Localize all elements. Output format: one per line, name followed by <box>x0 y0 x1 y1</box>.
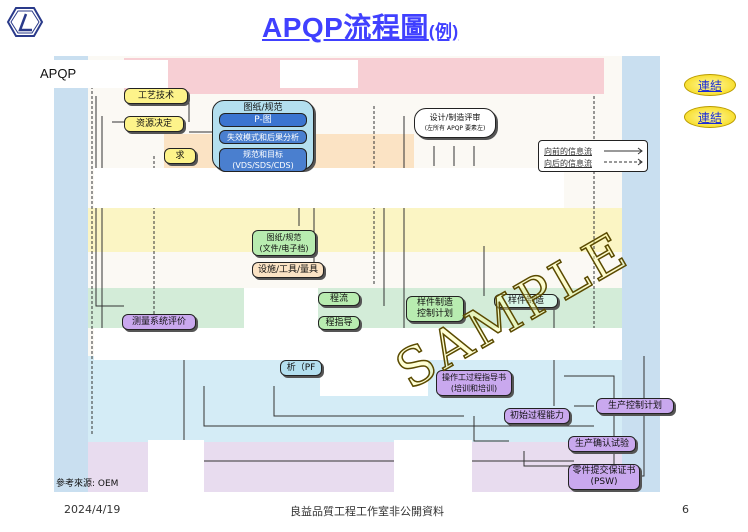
legend-box <box>538 140 648 172</box>
process-tech-label: 工艺技术 <box>137 90 174 101</box>
production-control-box: 生产控制计划 <box>596 398 674 414</box>
process-guide-label: 程指导 <box>325 317 353 328</box>
initial-capability-label: 初始过程能力 <box>509 410 564 421</box>
link-button-1[interactable]: 連結 <box>684 74 736 96</box>
footer-center-text: 良益品質工程工作室非公開資料 <box>290 505 444 518</box>
process-flow-label: 程流 <box>329 293 348 304</box>
design-review-box: 设计/制造评审 (左所有 APQP 要素左) <box>414 108 496 138</box>
requirements-label: 求 <box>175 150 185 161</box>
drawings-spec2-label: 图纸/规范 <box>266 233 302 242</box>
blank-region-bottom-mid <box>394 440 472 492</box>
work-instruction-box: 操作工过程指导书 (培训和培训) <box>436 370 512 396</box>
prod-control-label: 生产控制计划 <box>607 400 662 411</box>
side-panel-left <box>54 56 88 492</box>
requirements-box: 求 <box>164 148 196 164</box>
drawings-spec-docs-box: 图纸/规范 (文件/电子档) <box>252 230 316 256</box>
resource-decision-label: 资源决定 <box>135 118 172 129</box>
link-button-2[interactable]: 連結 <box>684 106 736 128</box>
psw-box: 零件提交保证书 (PSW) <box>568 464 640 490</box>
msa-box: 测量系统评价 <box>122 314 196 330</box>
sample-control-box: 样件制造 控制计划 <box>406 296 464 322</box>
drawings-spec2-sub: (文件/电子档) <box>259 244 309 253</box>
footer-page-number: 6 <box>682 503 689 516</box>
p-diagram-box: P-图 <box>219 113 307 127</box>
apqp-label-bg <box>36 60 92 88</box>
fmea-box: 失效模式和后果分析 <box>219 130 307 144</box>
blank-region-wide <box>94 328 622 360</box>
band-pink <box>124 58 604 94</box>
source-note: 參考來源: OEM <box>56 479 119 489</box>
production-trial-label: 生产确认试验 <box>574 438 629 449</box>
equipment-label: 设施/工具/量具 <box>257 264 319 275</box>
process-guide-box: 程指导 <box>318 316 360 330</box>
apqp-flow-diagram: 工艺技术 资源决定 求 图纸/规范 P-图 失效模式和后果分析 规范和目标 (V… <box>54 56 674 492</box>
blank-region-mid <box>244 288 318 330</box>
side-panel-right <box>622 56 660 492</box>
p-diagram-label: P-图 <box>254 114 272 125</box>
legend-forward-label: 向前的信息流 <box>544 147 592 156</box>
band-yellow <box>88 208 622 252</box>
sample-mfg-box: 样件制造 <box>494 294 558 308</box>
page-title: APQP流程圖(例) <box>262 6 459 46</box>
spec-targets-box: 规范和目标 (VDS/SDS/CDS) <box>219 148 307 172</box>
production-trial-box: 生产确认试验 <box>568 436 636 452</box>
legend-backward-label: 向后的信息流 <box>544 159 592 168</box>
pfmea-stub-label: 析（PF <box>286 362 316 373</box>
sample-mfg-label: 样件制造 <box>507 295 544 306</box>
fmea-label: 失效模式和后果分析 <box>227 132 299 142</box>
work-instr-label: 操作工过程指导书 <box>442 373 506 382</box>
design-review-label: 设计/制造评审 <box>429 113 481 122</box>
drawings-spec-label: 图纸/规范 <box>243 103 283 113</box>
process-tech-box: 工艺技术 <box>124 88 188 104</box>
apqp-label: APQP <box>40 66 77 81</box>
process-flow-box: 程流 <box>318 292 360 306</box>
top-cover <box>280 60 358 88</box>
pfmea-stub-box: 析（PF <box>280 360 322 376</box>
sample-control-label: 样件制造 <box>416 298 453 308</box>
msa-label: 测量系统评价 <box>131 316 186 327</box>
spec-targets-label: 规范和目标 <box>243 150 283 159</box>
design-review-sub: (左所有 APQP 要素左) <box>424 125 486 132</box>
spec-targets-sub: (VDS/SDS/CDS) <box>232 161 294 170</box>
equipment-box: 设施/工具/量具 <box>252 262 324 278</box>
title-text: APQP流程圖 <box>262 12 429 43</box>
sample-control-sub: 控制计划 <box>416 309 453 319</box>
blank-region-top <box>94 168 564 208</box>
apqp-label-cover <box>92 60 168 88</box>
resource-decision-box: 资源决定 <box>124 116 184 132</box>
work-instr-sub: (培训和培训) <box>450 384 498 393</box>
company-logo-icon <box>6 7 44 37</box>
psw-label: 零件提交保证书 <box>572 466 636 476</box>
footer-date: 2024/4/19 <box>64 503 121 516</box>
legend-arrows <box>604 147 643 166</box>
title-suffix: (例) <box>428 22 459 41</box>
blank-region-bottom-left <box>148 440 204 492</box>
psw-sub: (PSW) <box>590 477 618 487</box>
blank-region-center <box>320 356 428 396</box>
initial-capability-box: 初始过程能力 <box>504 408 570 424</box>
